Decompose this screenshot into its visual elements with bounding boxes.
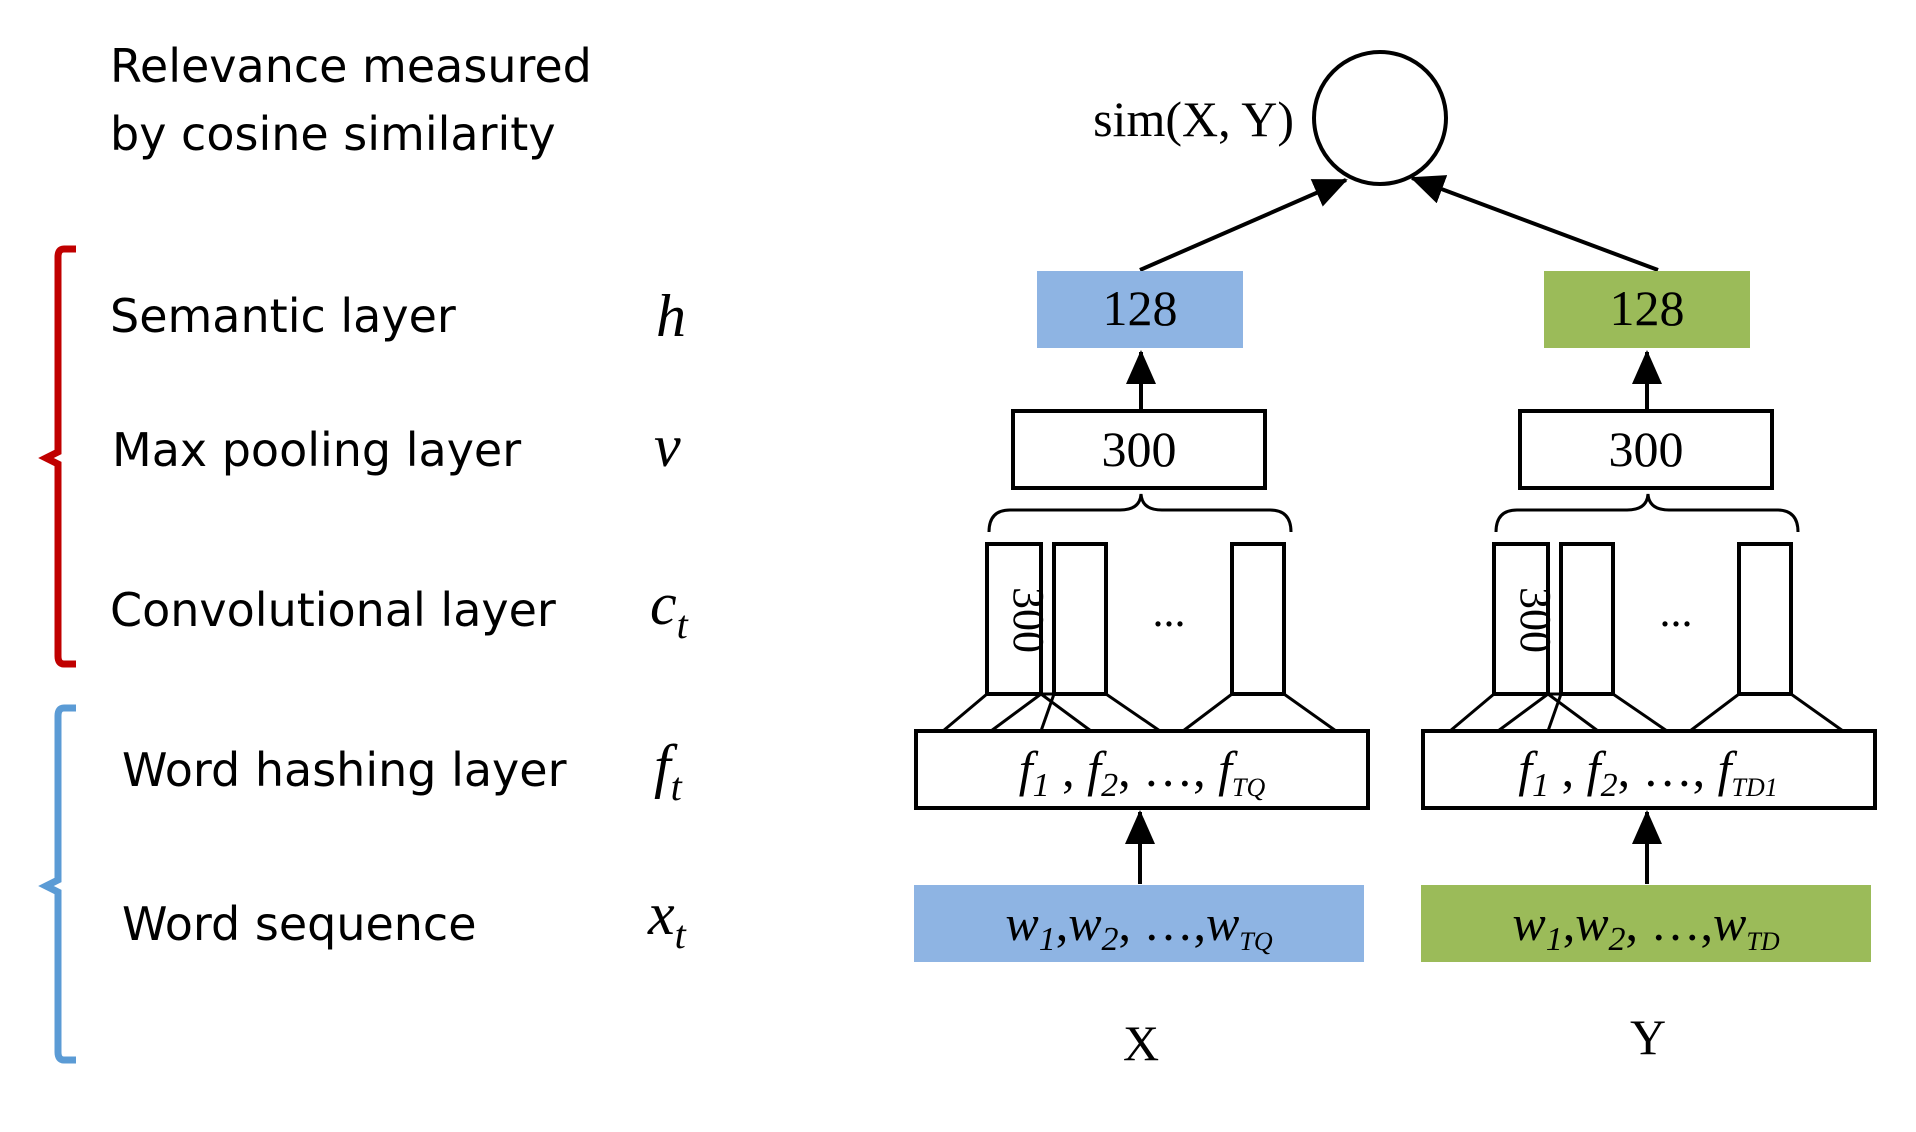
pooling-box-y: [1518, 409, 1774, 490]
sequence-words-x: w1,w2, …,wTQ: [1005, 895, 1273, 958]
arrow-x-to-sim: [1139, 178, 1348, 272]
layer-label-convolutional: Convolutional layer: [110, 583, 556, 637]
conv-size-x: 300: [1004, 587, 1053, 653]
conv-ellipsis-y: ...: [1660, 587, 1693, 636]
sequence-words-y: w1,w2, …,wTD: [1512, 895, 1780, 958]
layer-label-word-sequence: Word sequence: [122, 897, 477, 951]
pooling-box-x: [1011, 409, 1267, 490]
tower-label-y: Y: [1630, 1009, 1666, 1065]
semantic-value-y: 128: [1610, 280, 1685, 336]
symbol-v: v: [654, 413, 681, 479]
symbol-h: h: [656, 283, 686, 349]
header-line-1: Relevance measured: [110, 39, 592, 93]
conv-column-y-1: [1492, 542, 1550, 696]
hashing-features-x: f1 , f2, …, fTQ: [1019, 741, 1266, 804]
symbol-c-t: ct: [650, 571, 689, 647]
red-bracket: [38, 245, 76, 668]
similarity-label: sim(X, Y): [1093, 91, 1294, 147]
pooling-value-x: 300: [1102, 421, 1177, 477]
semantic-box-x: [1037, 271, 1243, 348]
sequence-box-y: [1421, 885, 1871, 962]
semantic-box-y: [1544, 271, 1750, 348]
tower-y: 128 300 300 ... f1 , f2, …, fTD1 w1,w2, …: [1421, 271, 1877, 1065]
layer-label-semantic: Semantic layer: [110, 289, 456, 343]
symbol-f-t: ft: [654, 733, 683, 809]
pooling-value-y: 300: [1609, 421, 1684, 477]
conv-column-x-2: [1052, 542, 1108, 696]
header-line-2: by cosine similarity: [110, 107, 556, 161]
tower-x: 128 300 300 ... f1 , f2, …, fTQ w1,w2, ……: [914, 271, 1370, 1071]
hashing-box-y: [1421, 729, 1877, 810]
tower-label-x: X: [1123, 1015, 1159, 1071]
layer-label-max-pooling: Max pooling layer: [112, 423, 521, 477]
conv-column-y-2: [1559, 542, 1615, 696]
similarity-node: [1312, 50, 1448, 186]
sequence-box-x: [914, 885, 1364, 962]
conv-ellipsis-x: ...: [1153, 587, 1186, 636]
conv-column-x-3: [1230, 542, 1286, 696]
pooling-brace-x: [987, 493, 1293, 533]
symbol-x-t: xt: [647, 881, 687, 957]
arrow-y-to-sim: [1410, 175, 1659, 272]
blue-bracket: [38, 704, 76, 1064]
conv-windows-y: [1449, 692, 1844, 733]
conv-column-y-3: [1737, 542, 1793, 696]
hashing-box-x: [914, 729, 1370, 810]
conv-size-y: 300: [1511, 587, 1560, 653]
semantic-value-x: 128: [1103, 280, 1178, 336]
pooling-brace-y: [1494, 493, 1800, 533]
conv-windows-x: [942, 692, 1337, 733]
layer-label-word-hashing: Word hashing layer: [122, 743, 567, 797]
